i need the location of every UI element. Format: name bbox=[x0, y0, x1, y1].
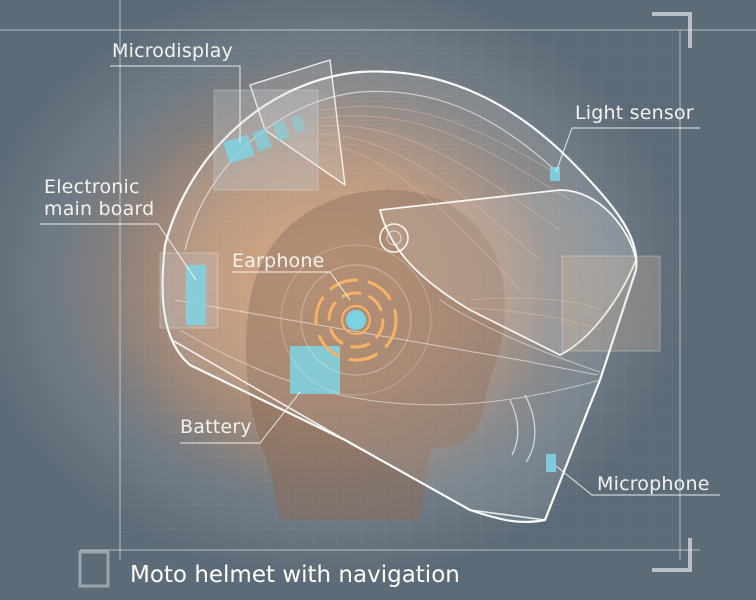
main-board-component bbox=[186, 265, 206, 325]
label-microphone: Microphone bbox=[597, 473, 710, 495]
earphone-rings bbox=[280, 244, 432, 396]
light-fibres bbox=[315, 106, 601, 331]
frame-lines bbox=[0, 0, 756, 560]
battery-component bbox=[290, 346, 340, 394]
label-earphone: Earphone bbox=[232, 250, 325, 272]
corner-brackets bbox=[78, 12, 692, 588]
leader-lines bbox=[40, 65, 720, 496]
label-microdisplay: Microdisplay bbox=[112, 40, 234, 62]
caption: Moto helmet with navigation bbox=[130, 562, 460, 588]
microdisplay-component bbox=[223, 114, 306, 164]
label-main-board: Electronic main board bbox=[44, 176, 154, 220]
label-light-sensor: Light sensor bbox=[575, 102, 694, 124]
label-battery: Battery bbox=[180, 416, 252, 438]
label-main-board-line2: main board bbox=[44, 198, 155, 220]
light-sensor-component bbox=[550, 167, 560, 181]
label-main-board-line1: Electronic bbox=[44, 176, 140, 198]
visor-panel bbox=[561, 255, 661, 352]
microphone-component bbox=[546, 454, 556, 472]
